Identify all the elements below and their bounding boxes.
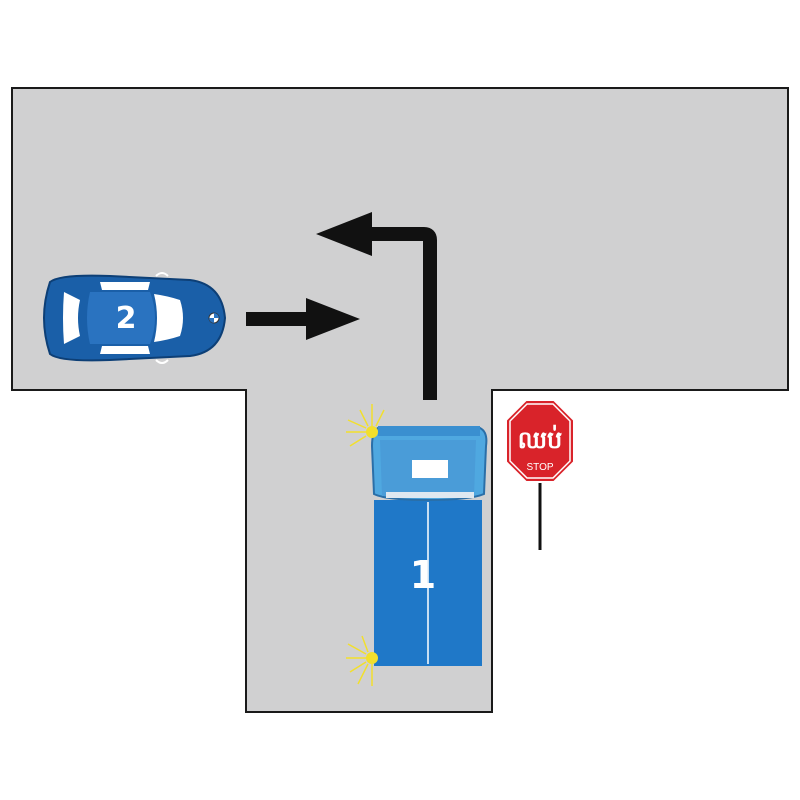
stop-sign-khmer-text: ឈប់ — [518, 424, 563, 454]
t-junction-road — [11, 87, 789, 713]
car-2-icon: 2 — [43, 272, 227, 364]
stop-sign-english-text: STOP — [526, 462, 553, 473]
stop-sign-icon: ឈប់ STOP — [505, 399, 575, 550]
car-number-label: 2 — [116, 301, 137, 336]
turn-signal-front-icon — [346, 404, 385, 447]
truck-number-label: 1 — [410, 553, 436, 597]
turn-signal-rear-icon — [346, 635, 378, 686]
left-turn-arrow-icon — [316, 212, 437, 400]
straight-arrow-icon — [246, 298, 360, 340]
truck-1-icon: 1 — [370, 426, 488, 666]
